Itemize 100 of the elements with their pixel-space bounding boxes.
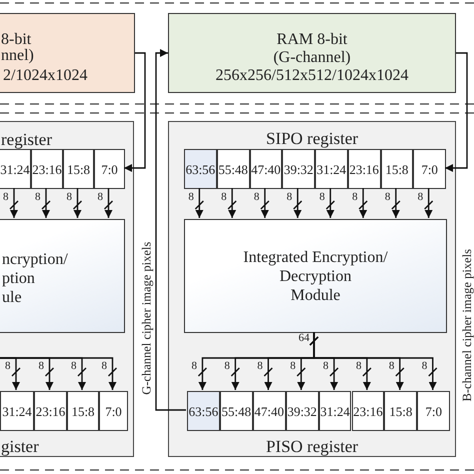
bit-range-label: 15:8	[66, 163, 92, 176]
edge-label: 8	[191, 360, 197, 372]
edge-label: 8	[422, 360, 428, 372]
memory-label: 256x256/512x512/1024x1024	[214, 68, 410, 84]
bit-field-cell	[286, 391, 319, 431]
bit-range-label: 47:40	[254, 405, 285, 418]
arrow	[227, 187, 237, 219]
bit-field-cell	[318, 391, 352, 431]
bit-field-cell	[0, 391, 34, 431]
memory-label: nnel)	[1, 48, 34, 64]
arrow	[194, 187, 204, 219]
module-label: ncryption/	[2, 252, 68, 268]
edge-label: 8	[323, 360, 329, 372]
bit-range-label: 7:0	[424, 405, 444, 418]
bit-field-cell	[282, 149, 315, 189]
arrow	[445, 52, 468, 172]
bit-field-cell	[34, 391, 67, 431]
register-title: SIPO register	[264, 130, 360, 147]
bit-range-label: 55:48	[218, 163, 248, 176]
arrow	[260, 187, 270, 219]
register-title: PISO register	[264, 438, 360, 455]
edge-label: 8	[356, 360, 362, 372]
edge-label: 8	[257, 360, 263, 372]
register-title: register	[1, 131, 52, 148]
edge-label: 8	[188, 192, 194, 202]
bit-field-cell	[67, 391, 99, 431]
bit-range-label: 15:8	[70, 405, 96, 418]
bit-range-label: 15:8	[388, 405, 414, 418]
bit-field-cell	[94, 149, 125, 189]
module-label: Decryption	[278, 269, 352, 285]
arrow	[72, 187, 82, 219]
edge-label: 8	[5, 360, 10, 372]
module-label: Module	[290, 288, 342, 304]
bit-range-label: 31:24	[0, 163, 30, 176]
memory-label: RAM 8-bit	[276, 32, 348, 48]
bit-range-label: 39:32	[283, 163, 314, 176]
signal-label: B-channel cipher image pixels	[460, 248, 474, 401]
bit-field-cell	[384, 391, 418, 431]
edge-label: 8	[418, 192, 424, 202]
module-box	[184, 219, 447, 333]
module-label: Integrated Encryption/	[242, 250, 389, 266]
edge-label: 8	[286, 192, 292, 202]
bit-field-cell	[315, 149, 348, 189]
arrow	[155, 49, 186, 411]
edge-label: 8	[35, 192, 40, 202]
bit-range-label: 31:24	[316, 163, 347, 176]
bit-field-cell	[184, 149, 217, 189]
bit-range-label: 55:48	[220, 405, 252, 418]
bit-field-cell	[380, 149, 414, 189]
bit-field-cell	[348, 149, 380, 189]
register-title: gister	[1, 438, 39, 455]
bit-range-label: 23:16	[35, 405, 66, 418]
register-panel	[168, 121, 456, 457]
bit-range-label: 15:8	[384, 163, 410, 176]
bit-range-label: 23:16	[32, 163, 62, 176]
bus-width-label: 64	[298, 332, 310, 344]
edge-label: 8	[352, 192, 358, 202]
bit-range-label: 31:24	[1, 405, 33, 418]
edge-label: 8	[38, 360, 44, 372]
edge-label: 8	[98, 192, 103, 202]
edge-label: 8	[71, 360, 76, 372]
module-label: ule	[2, 290, 22, 306]
bit-range-label: 23:16	[348, 163, 380, 176]
edge-label: 8	[221, 192, 227, 202]
arrow	[326, 187, 336, 219]
bit-range-label: 23:16	[352, 405, 384, 418]
arrow	[41, 187, 51, 219]
bit-range-label: 63:56	[185, 163, 216, 176]
bit-range-label: 63:56	[188, 405, 219, 418]
bit-field-cell	[31, 149, 63, 189]
bit-field-cell	[250, 149, 282, 189]
bit-field-cell	[187, 391, 220, 431]
edge-label: 8	[290, 360, 296, 372]
arrow	[358, 187, 368, 219]
bit-field-cell	[220, 391, 253, 431]
bit-range-label: 7:0	[100, 163, 119, 176]
memory-label: 2/1024x1024	[3, 68, 88, 84]
bit-range-label: 47:40	[250, 163, 282, 176]
arrow	[424, 187, 434, 219]
arrow	[104, 187, 114, 219]
bit-field-cell	[63, 149, 94, 189]
bit-range-label: 7:0	[104, 405, 123, 418]
bit-field-cell	[252, 391, 286, 431]
bit-field-cell	[216, 149, 250, 189]
bit-field-cell	[352, 391, 384, 431]
bit-field-cell	[417, 391, 450, 431]
edge-label: 8	[3, 192, 8, 202]
edge-label: 8	[102, 360, 107, 372]
bit-field-cell	[99, 391, 128, 431]
signal-label: G-channel cipher image pixels	[140, 241, 152, 394]
edge-label: 8	[224, 360, 230, 372]
arrow	[391, 187, 401, 219]
edge-label: 8	[384, 192, 390, 202]
arrow	[124, 52, 146, 172]
memory-label: 8-bit	[1, 32, 32, 48]
edge-label: 8	[319, 192, 325, 202]
bit-range-label: 7:0	[420, 163, 439, 176]
bit-field-cell	[0, 149, 31, 189]
arrow	[9, 187, 19, 219]
memory-block	[168, 13, 456, 93]
